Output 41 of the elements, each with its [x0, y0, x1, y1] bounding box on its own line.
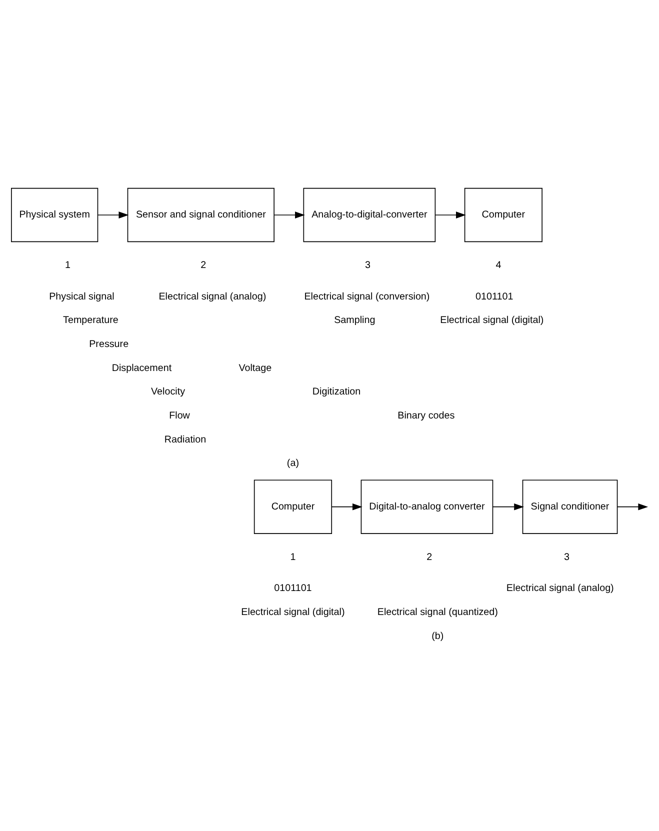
node-box: Digital-to-analog converter — [360, 479, 494, 534]
label: Velocity — [151, 386, 186, 398]
node-label: 3 — [564, 551, 570, 562]
node-label: 4 — [496, 260, 502, 271]
label: Electrical signal (analog) — [506, 582, 614, 594]
label: 0101101 — [274, 582, 312, 594]
label: Pressure — [89, 338, 129, 350]
label: 0101101 — [476, 290, 514, 302]
node-label: 1 — [64, 260, 70, 271]
node-label: 1 — [290, 551, 296, 562]
label: Binary codes — [398, 410, 455, 422]
label: Displacement — [112, 362, 172, 374]
node-box: Computer — [464, 187, 542, 242]
arrow — [434, 211, 466, 218]
label: Voltage — [238, 362, 272, 374]
node-box: Signal conditioner — [522, 479, 618, 534]
label: Sampling — [334, 314, 376, 326]
node-box: Analog-to-digital-converter — [303, 187, 436, 242]
label: Temperature — [63, 314, 118, 326]
label: (b) — [432, 630, 444, 642]
node-label: 3 — [365, 260, 371, 271]
node-box: Physical system — [11, 187, 98, 242]
node-label: 2 — [426, 551, 432, 562]
label: (a) — [286, 458, 300, 469]
label: Electrical signal (conversion) — [304, 290, 430, 302]
arrow — [617, 502, 648, 510]
label: Digitization — [312, 386, 361, 398]
arrow — [98, 211, 129, 218]
arrow — [274, 211, 305, 218]
arrow — [492, 502, 524, 510]
label: Electrical signal (analog) — [158, 290, 266, 302]
label: Flow — [169, 410, 190, 422]
node-box: Sensor and signal conditioner — [127, 187, 274, 242]
label: Physical signal — [49, 290, 114, 302]
node-label: 2 — [200, 260, 206, 271]
arrow — [331, 502, 362, 510]
label: Radiation — [164, 434, 206, 445]
node-box: Computer — [254, 479, 332, 534]
label: Electrical signal (digital) — [241, 606, 345, 618]
label: Electrical signal (quantized) — [377, 606, 498, 618]
label: Electrical signal (digital) — [440, 314, 544, 326]
